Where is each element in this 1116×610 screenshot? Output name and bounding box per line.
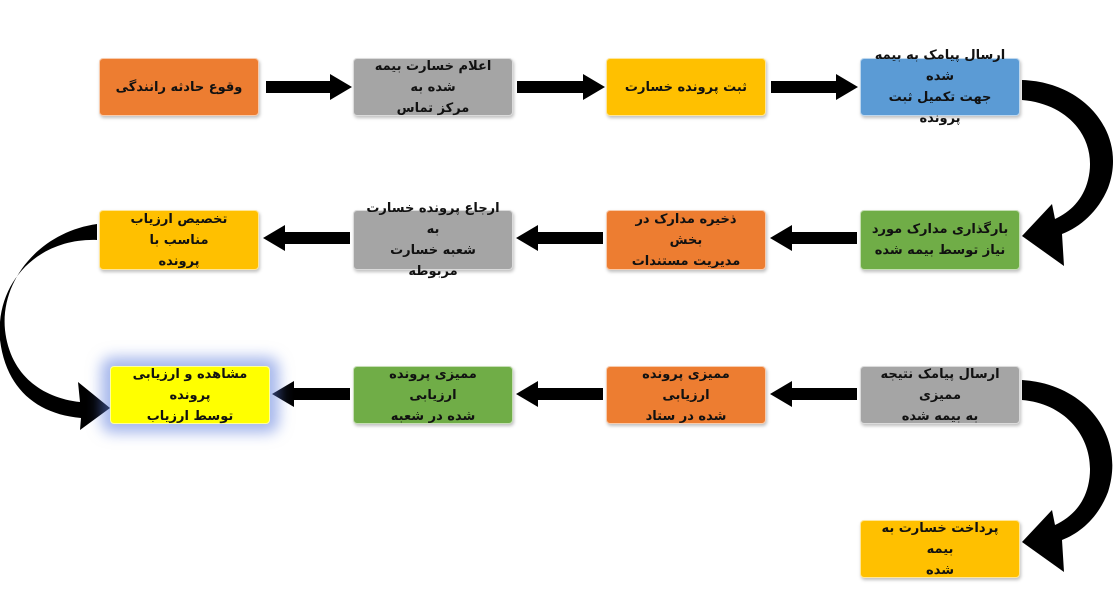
- step-box-2: اعلام خسارت بیمه شده به مرکز تماس: [353, 58, 513, 116]
- step-box-3: ثبت پرونده خسارت: [606, 58, 766, 116]
- step-box-13: پرداخت خسارت به بیمه شده: [860, 520, 1020, 578]
- step-box-6: ذخیره مدارک در بخش مدیریت مستندات: [606, 210, 766, 270]
- step-box-12: ارسال پیامک نتیجه ممیزی به بیمه شده: [860, 366, 1020, 424]
- step-box-10: ممیزی پرونده ارزیابی شده در شعبه: [353, 366, 513, 424]
- curve-s8-to-s9: [0, 224, 110, 430]
- arrow-s1-to-s2: [266, 74, 352, 100]
- arrow-s5-to-s6: [770, 225, 857, 251]
- step-box-4: ارسال پیامک به بیمه شده جهت تکمیل ثبت پر…: [860, 48, 1020, 126]
- step-box-1: وقوع حادثه رانندگی: [99, 58, 259, 116]
- arrow-s10-to-s9: [272, 381, 350, 407]
- step-box-11: ممیزی پرونده ارزیابی شده در ستاد: [606, 366, 766, 424]
- step-box-5: بارگذاری مدارک مورد نیاز توسط بیمه شده: [860, 210, 1020, 270]
- curve-s12-to-s13: [1022, 380, 1113, 572]
- arrow-s11-to-s10: [516, 381, 603, 407]
- step-box-7: ارجاع پرونده خسارت به شعبه خسارت مربوطه: [353, 201, 513, 279]
- arrow-s2-to-s3: [517, 74, 605, 100]
- arrow-s7-to-s8: [263, 225, 350, 251]
- step-box-8: تخصیص ارزیاب مناسب با پرونده: [99, 210, 259, 270]
- arrow-s3-to-s4: [771, 74, 858, 100]
- curve-s4-to-s5: [1022, 80, 1114, 266]
- arrow-s6-to-s7: [516, 225, 603, 251]
- arrow-s12-to-s11: [770, 381, 857, 407]
- step-box-9: مشاهده و ارزیابی پرونده توسط ارزیاب: [110, 366, 270, 424]
